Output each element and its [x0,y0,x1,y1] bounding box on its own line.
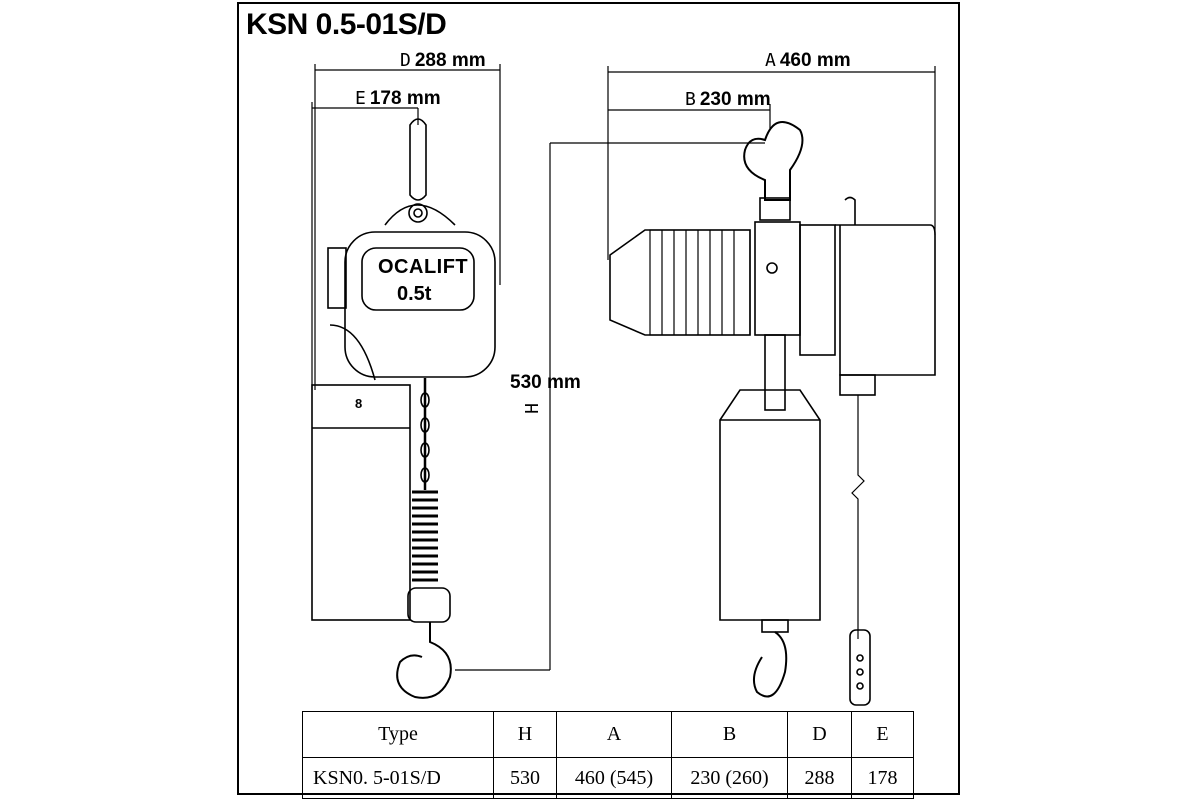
hoist-front-view [311,118,496,699]
header-h: H [493,711,557,758]
brand-label: OCALIFT [378,256,469,278]
spec-table: Type H A B D E KSN0. 5-01S/D 530 460 (54… [302,711,914,799]
cell-b: 230 (260) [671,757,788,799]
cell-a: 460 (545) [556,757,672,799]
cell-d: 288 [787,757,852,799]
drawing-title: KSN 0.5-01S/D [246,8,447,41]
dimension-lines [311,64,936,671]
cell-e: 178 [851,757,914,799]
cell-h: 530 [493,757,557,799]
header-type: Type [302,711,494,758]
header-d: D [787,711,852,758]
header-a: A [556,711,672,758]
dim-h-value: 530 mm [510,372,581,393]
table-row: KSN0. 5-01S/D 530 460 (545) 230 (260) 28… [302,757,914,799]
capacity-label: 0.5t [397,283,432,305]
header-b: B [671,711,788,758]
dim-h-letter: H [521,403,543,414]
hoist-side-view [609,121,936,706]
cell-type: KSN0. 5-01S/D [302,757,494,799]
box-mark: 8 [355,396,363,411]
table-header-row: Type H A B D E [302,711,914,758]
header-e: E [851,711,914,758]
